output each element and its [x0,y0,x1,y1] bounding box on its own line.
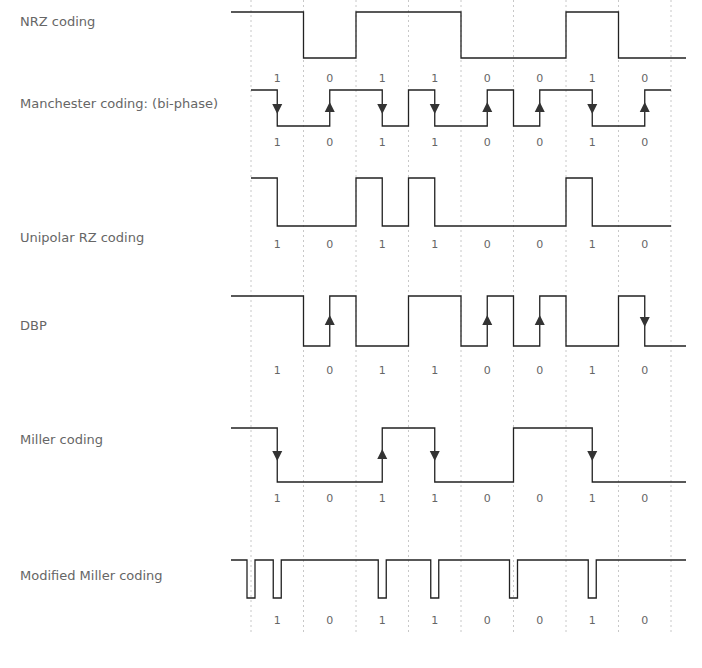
waveform [251,178,671,226]
bit-value: 0 [477,238,497,251]
edge-arrow [482,315,492,325]
bit-value: 1 [425,364,445,377]
bit-value: 1 [372,136,392,149]
signal-trace [231,560,686,598]
edge-arrow [587,451,597,461]
bit-value: 1 [372,238,392,251]
bit-value: 1 [425,238,445,251]
bit-value: 0 [477,136,497,149]
bit-value: 0 [635,72,655,85]
waveform [231,428,686,482]
bit-value: 1 [425,492,445,505]
bit-value: 1 [267,72,287,85]
bit-value: 1 [372,492,392,505]
edge-arrow [482,102,492,112]
bit-value: 0 [530,136,550,149]
bit-value: 0 [320,136,340,149]
bit-value: 1 [267,364,287,377]
bit-boundary [251,0,252,632]
edge-arrow [535,102,545,112]
bit-value: 1 [582,614,602,627]
waveform [231,12,686,58]
bit-value: 1 [425,614,445,627]
bit-value: 0 [477,492,497,505]
bit-value: 0 [530,492,550,505]
edge-arrow [377,449,387,459]
bit-value: 0 [635,136,655,149]
bit-value: 0 [530,72,550,85]
edge-arrow [640,317,650,327]
bit-value: 1 [582,238,602,251]
bit-value: 0 [530,364,550,377]
bit-value: 1 [582,492,602,505]
bit-value: 0 [635,364,655,377]
bit-value: 0 [530,238,550,251]
bit-value: 1 [267,238,287,251]
edge-arrow [640,102,650,112]
bit-value: 1 [582,72,602,85]
bit-value: 1 [267,492,287,505]
bit-value: 1 [267,614,287,627]
bit-value: 0 [477,364,497,377]
bit-value: 0 [635,614,655,627]
waveform [231,296,686,346]
bit-boundary [671,0,672,632]
edge-arrow [535,315,545,325]
bit-value: 0 [635,492,655,505]
bit-value: 0 [635,238,655,251]
signal-trace [251,178,671,226]
bit-value: 0 [320,492,340,505]
edge-arrow [325,102,335,112]
signal-trace [231,12,686,58]
bit-value: 0 [320,614,340,627]
bit-value: 1 [425,136,445,149]
coding-name: Miller coding [20,432,235,448]
edge-arrow [325,315,335,325]
bit-value: 0 [320,238,340,251]
coding-name: NRZ coding [20,14,235,30]
bit-value: 0 [530,614,550,627]
bit-value: 0 [320,364,340,377]
coding-name: Unipolar RZ coding [20,230,235,246]
bit-value: 1 [372,364,392,377]
bit-value: 1 [582,364,602,377]
edge-arrow [377,104,387,114]
bit-value: 1 [267,136,287,149]
bit-value: 1 [425,72,445,85]
bit-value: 1 [582,136,602,149]
signal-trace [251,90,671,126]
edge-arrow [587,104,597,114]
signal-trace [231,296,686,346]
bit-value: 0 [477,72,497,85]
edge-arrow [272,104,282,114]
coding-name: DBP [20,318,235,334]
bit-value: 0 [477,614,497,627]
bit-value: 1 [372,614,392,627]
edge-arrow [272,451,282,461]
waveform [231,560,686,598]
edge-arrow [430,451,440,461]
bit-value: 1 [372,72,392,85]
coding-name: Modified Miller coding [20,568,235,584]
signal-trace [231,428,686,482]
bit-value: 0 [320,72,340,85]
waveform [251,90,671,126]
edge-arrow [430,104,440,114]
coding-name: Manchester coding: (bi-phase) [20,96,235,112]
